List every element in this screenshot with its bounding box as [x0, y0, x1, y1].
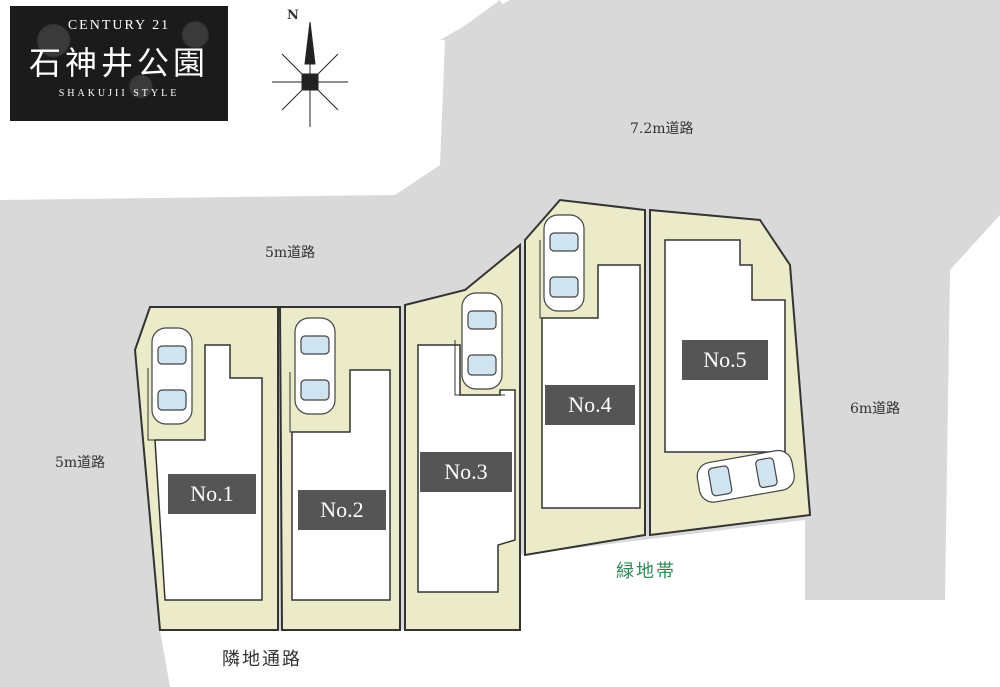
logo-brand: CENTURY 21 [67, 18, 171, 33]
compass-north-label: N [287, 8, 299, 23]
road-north [440, 0, 1000, 60]
road-north-label: 7.2m道路 [630, 121, 694, 137]
car-2-icon [294, 317, 336, 415]
cars-group [151, 214, 795, 503]
parking-group [147, 240, 598, 441]
car-3-icon [461, 292, 503, 390]
lot-label-3: No.3 [420, 452, 512, 492]
lot-label-2: No.2 [298, 490, 386, 530]
car-5-icon [696, 449, 795, 503]
road-south-label: 隣地通路 [222, 649, 302, 670]
compass-icon [272, 21, 348, 127]
lot-label-1: No.1 [168, 474, 256, 514]
lot-label-5: No.5 [682, 340, 768, 380]
lot-label-4: No.4 [545, 385, 635, 425]
road-east-label: 6m道路 [850, 401, 901, 417]
lot-1-building [154, 344, 263, 601]
road-middle-label: 5m道路 [265, 245, 316, 261]
car-4-icon [543, 214, 585, 312]
car-1-icon [151, 327, 193, 425]
logo-name: 石神井公園 [28, 44, 209, 82]
green-belt-label: 緑地帯 [616, 561, 676, 582]
lot-2-building [291, 369, 391, 601]
road-west-label: 5m道路 [55, 455, 106, 471]
brand-logo: CENTURY 21 石神井公園 SHAKUJII STYLE [10, 6, 228, 121]
logo-subtitle: SHAKUJII STYLE [58, 88, 180, 99]
